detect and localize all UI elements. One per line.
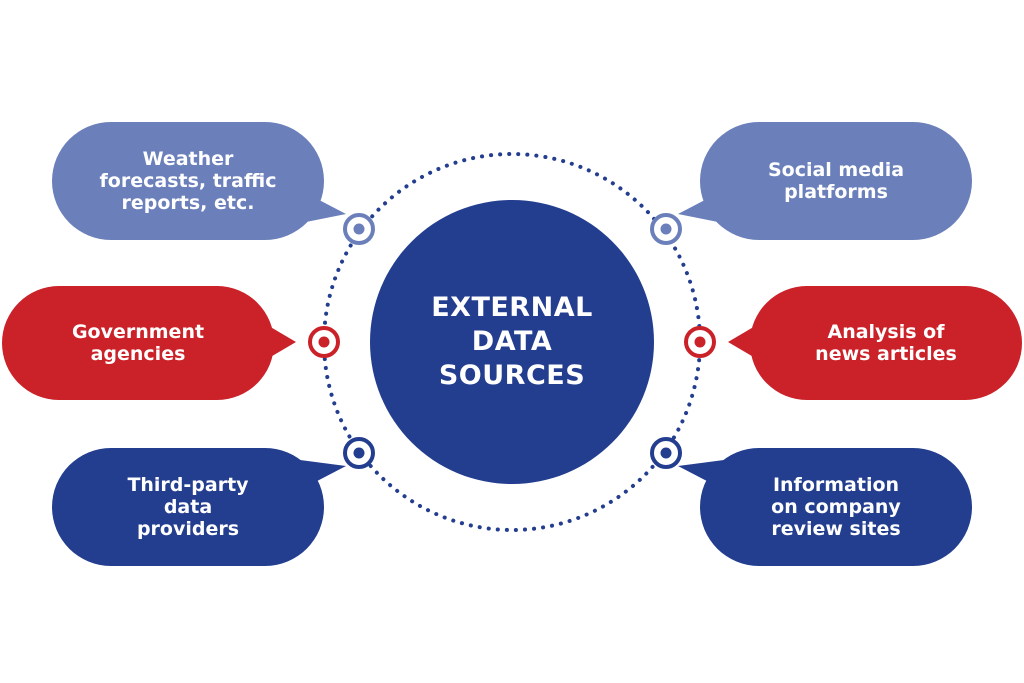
bubble-news [728, 286, 1022, 400]
bubble-social [678, 122, 972, 240]
marker-top-left [343, 213, 375, 245]
marker-bottom-right [650, 437, 682, 469]
center-circle [370, 200, 654, 484]
bubble-weather [52, 122, 346, 240]
bubble-reviews [678, 448, 972, 566]
marker-bottom-left [343, 437, 375, 469]
marker-middle-left [308, 326, 340, 358]
marker-top-right [650, 213, 682, 245]
bubble-government [2, 286, 296, 400]
marker-middle-right [684, 326, 716, 358]
bubble-third-party [52, 448, 346, 566]
